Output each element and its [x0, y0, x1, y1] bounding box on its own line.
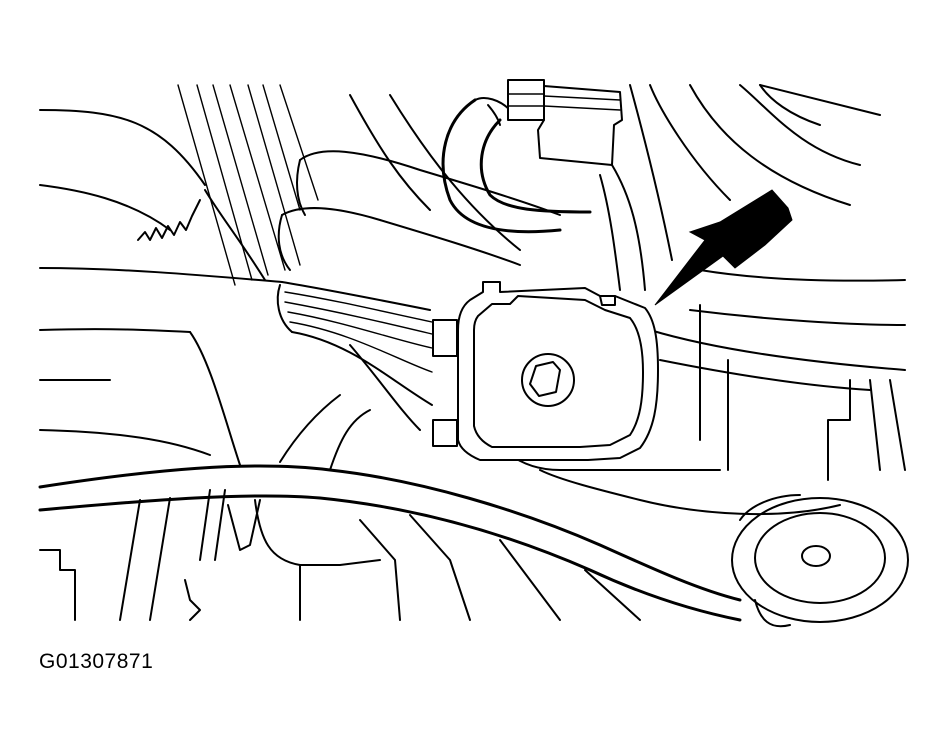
arrow-icon: [654, 189, 793, 306]
figure-id-label: G01307871: [39, 650, 154, 673]
hex-bolt-icon: [521, 353, 575, 407]
